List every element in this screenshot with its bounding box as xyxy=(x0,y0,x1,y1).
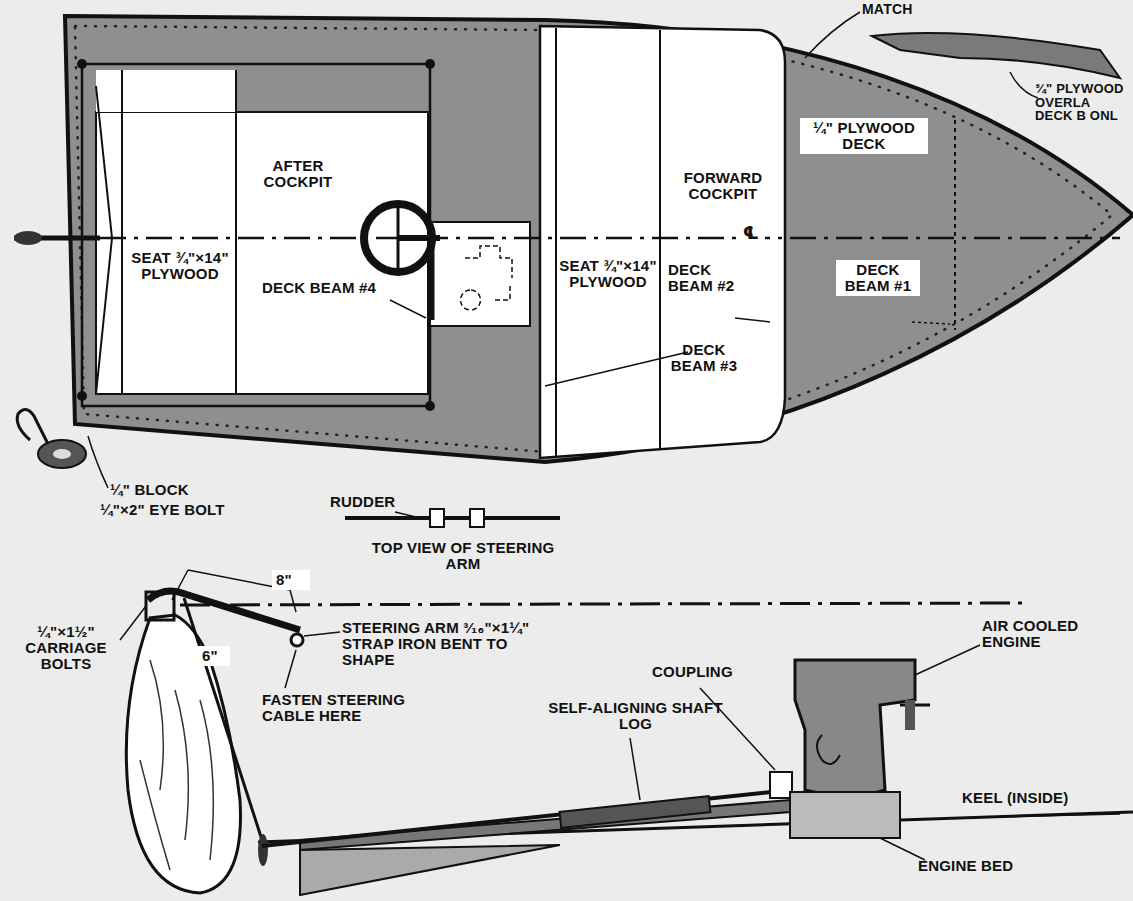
part-label: AIR COOLED ENGINE xyxy=(982,618,1108,650)
rudder-post xyxy=(184,598,262,840)
overlap-detail xyxy=(872,33,1120,78)
eye-bolt xyxy=(17,409,48,444)
area-label: AFTER COCKPIT xyxy=(238,158,358,190)
deck-beam-hidden xyxy=(954,120,956,330)
part-label: ¼"×2" EYE BOLT xyxy=(100,502,270,518)
centerline xyxy=(100,237,1120,240)
note-label: FASTEN STEERING CABLE HERE xyxy=(262,692,462,724)
part-label: KEEL (INSIDE) xyxy=(962,790,1112,806)
part-label: DECK BEAM #4 xyxy=(262,280,390,296)
part-label: SEAT ¾"×14" PLYWOOD xyxy=(126,250,234,282)
part-label: COUPLING xyxy=(652,664,762,680)
rudder-blade xyxy=(126,615,240,893)
dimension: 6" xyxy=(198,646,230,666)
after-cockpit-seat-area xyxy=(96,70,236,112)
part-label: DECK BEAM #3 xyxy=(664,342,744,374)
coaming xyxy=(82,64,430,406)
engine xyxy=(795,660,915,800)
coupling xyxy=(770,772,792,798)
propeller xyxy=(258,834,268,866)
steering-arm-top xyxy=(345,516,560,520)
part-label: ¼" PLYWOOD DECK xyxy=(800,118,928,154)
seat-edge xyxy=(121,70,123,394)
steering-arm xyxy=(148,591,300,630)
centerline-symbol: ℄ xyxy=(737,222,765,245)
view-label: TOP VIEW OF STEERING ARM xyxy=(368,540,558,572)
block xyxy=(38,440,86,468)
part-label: RUDDER xyxy=(330,494,410,510)
note-label: ¾" PLYWOOD OVERLA DECK B ONL xyxy=(1035,82,1129,123)
note-label: MATCH xyxy=(862,2,942,17)
deadwood xyxy=(300,800,790,850)
dimension: 8" xyxy=(272,570,310,590)
part-label: ¼" BLOCK xyxy=(110,482,220,498)
waterline xyxy=(180,603,1030,605)
shaft xyxy=(262,790,790,846)
seat-edge xyxy=(235,70,237,394)
part-label: DECK BEAM #2 xyxy=(668,262,758,294)
shaft-log xyxy=(560,796,711,828)
part-label: SEAT ¾"×14" PLYWOOD xyxy=(558,258,658,290)
engine-outline xyxy=(461,246,512,310)
forward-cockpit xyxy=(540,26,785,458)
part-label: STEERING ARM ³⁄₁₆"×1¼" STRAP IRON BENT T… xyxy=(342,620,562,667)
part-label: SELF-ALIGNING SHAFT LOG xyxy=(548,700,723,732)
hull-deck xyxy=(65,16,1133,462)
part-label: ¼"×1½" CARRIAGE BOLTS xyxy=(10,624,122,671)
area-label: FORWARD COCKPIT xyxy=(664,170,782,202)
engine-bed xyxy=(790,792,900,838)
after-cockpit xyxy=(96,112,428,394)
part-label: ENGINE BED xyxy=(918,858,1048,874)
part-label: DECK BEAM #1 xyxy=(836,260,920,296)
